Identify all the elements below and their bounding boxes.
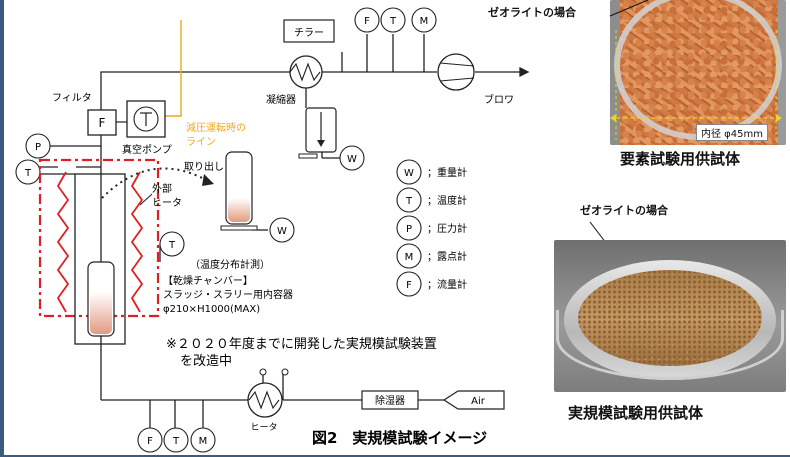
dewpoint-meter-bottom-icon — [190, 427, 216, 453]
external-heater-label-1: 外部 — [152, 182, 172, 195]
chamber-title: 【乾燥チャンバー】 — [163, 274, 253, 287]
heater-coil-right — [130, 171, 144, 313]
reduced-pressure-label-1: 減圧運転時の — [186, 121, 246, 134]
bottom-heater-icon — [247, 368, 289, 418]
weighing-takeout-icon — [269, 217, 295, 243]
flow-meter-bottom-icon — [137, 427, 163, 453]
thermometer-chamber-label: T — [168, 240, 176, 251]
legend-label: ；流量計 — [427, 278, 467, 291]
instrument-symbols: F T M W P T T W F T M — [15, 7, 437, 453]
bottom-heater-label: ヒータ — [250, 422, 277, 433]
weighing-condenser-label: W — [347, 154, 357, 165]
element-sample-caption: 要素試験用供試体 — [620, 150, 741, 168]
thermometer-bottom-icon — [163, 427, 189, 453]
full-scale-sample-caption: 実規模試験用供試体 — [568, 404, 704, 422]
instrument-legend: W ；重量計 T ；温度計 P ；圧力計 M ；露点計 F ；流量計 — [396, 159, 467, 297]
note-line-1: ※２０２０年度までに開発した実規模試験装置 — [166, 336, 437, 352]
thermometer-top-label: T — [389, 16, 397, 27]
chiller-box — [283, 19, 335, 43]
legend-label: ；圧力計 — [427, 222, 467, 235]
thermometer-bottom-label: T — [172, 436, 180, 447]
filter-symbol: F — [99, 116, 106, 130]
reduced-pressure-line — [165, 20, 182, 117]
weighing-condenser-icon — [339, 145, 365, 171]
flow-meter-bottom-label: F — [147, 436, 153, 447]
external-heater-label-2: ヒータ — [152, 197, 182, 209]
air-label: Air — [471, 396, 486, 407]
inner-diameter-label: 内径 φ45mm — [696, 124, 768, 141]
flow-meter-top-label: F — [364, 16, 370, 27]
heater-coil-left — [56, 171, 70, 313]
page-left-border — [0, 0, 4, 457]
blower-label: ブロワ — [484, 93, 514, 106]
legend-symbol-icon — [396, 187, 422, 213]
chamber-description: スラッジ・スラリー用内容器 — [163, 288, 293, 301]
condenser-exchanger-icon — [289, 55, 323, 89]
chamber-size: φ210×H1000(MAX) — [163, 304, 260, 315]
legend-symbol-icon — [396, 215, 422, 241]
full-scale-sample-annotation: ゼオライトの場合 — [580, 204, 668, 217]
chiller-label: チラー — [294, 27, 324, 39]
page-bottom-border — [4, 455, 790, 457]
note-line-2: を改造中 — [180, 354, 232, 369]
heater-zone-outline — [38, 158, 160, 318]
blower-icon — [437, 53, 475, 91]
pressure-gauge-label: P — [35, 142, 41, 153]
flow-meter-top-icon — [354, 7, 380, 33]
air-inlet — [442, 390, 505, 410]
legend-symbol-letter: P — [406, 224, 412, 235]
dehumidifier-box — [361, 390, 419, 410]
sludge-fill — [90, 292, 112, 334]
dewpoint-meter-top-label: M — [420, 16, 429, 27]
legend-label: ；露点計 — [427, 250, 467, 263]
legend-label: ；温度計 — [427, 194, 467, 207]
dehumidifier-label: 除湿器 — [375, 394, 405, 407]
thermometer-left-label: T — [24, 168, 32, 179]
filter-label: フィルタ — [52, 92, 92, 104]
legend-symbol-letter: F — [406, 280, 412, 291]
legend-symbol-icon — [396, 159, 422, 185]
dewpoint-meter-bottom-label: M — [199, 436, 208, 447]
filter-box — [87, 109, 117, 136]
full-scale-sample-photo — [554, 240, 786, 392]
dewpoint-meter-top-icon — [411, 7, 437, 33]
thermometer-chamber-icon — [159, 231, 185, 257]
figure-caption: 図2 実規模試験イメージ — [312, 429, 487, 447]
legend-symbol-letter: T — [405, 196, 413, 207]
reduced-pressure-label-2: ライン — [186, 136, 216, 148]
legend-symbol-icon — [396, 271, 422, 297]
legend-symbol-letter: W — [404, 168, 414, 179]
legend-symbol-icon — [396, 243, 422, 269]
thermometer-top-icon — [380, 7, 406, 33]
condenser-label: 凝縮器 — [266, 93, 296, 106]
weighing-takeout-label: W — [277, 226, 287, 237]
legend-symbol-letter: M — [405, 252, 414, 263]
element-sample-annotation: ゼオライトの場合 — [488, 6, 576, 19]
temp-distribution-label: （温度分布計測） — [190, 258, 270, 271]
legend-label: ；重量計 — [427, 166, 467, 179]
takeout-label: 取り出し — [184, 160, 224, 173]
drying-chamber-vessel — [74, 173, 126, 345]
thermometer-left-icon — [15, 159, 41, 185]
vacuum-pump-label: 真空ポンプ — [122, 143, 172, 156]
